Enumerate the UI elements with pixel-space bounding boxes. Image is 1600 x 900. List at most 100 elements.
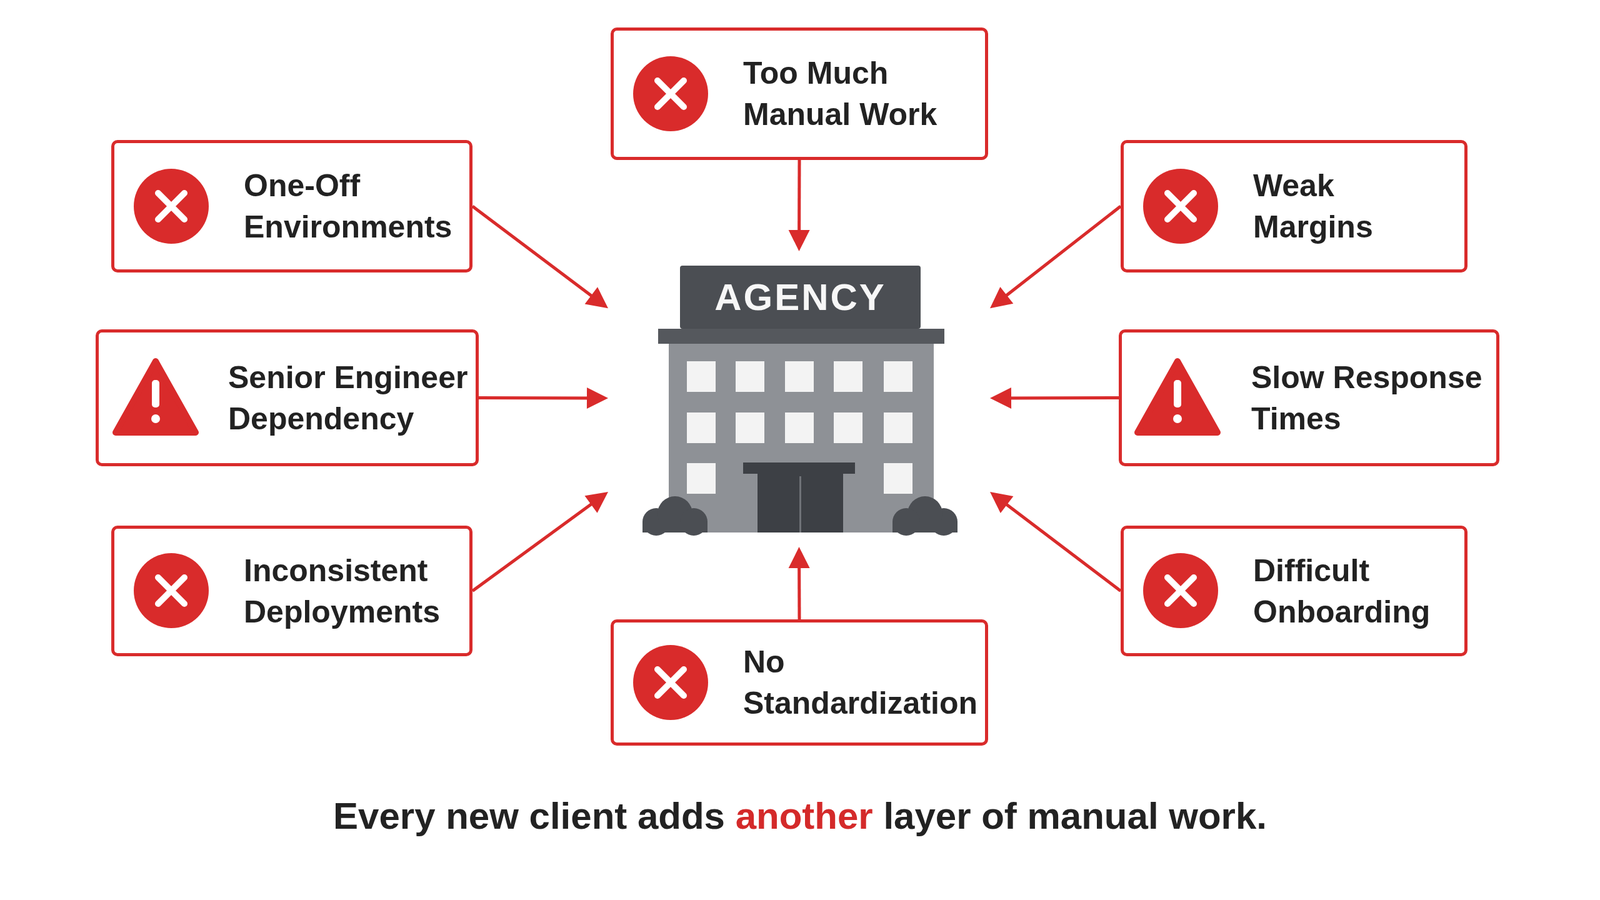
arrow-connector: [990, 491, 1121, 591]
error-icon-circle: [133, 168, 209, 244]
connector-line: [1006, 396, 1119, 400]
arrow-head: [788, 230, 810, 252]
arrow-connector: [788, 546, 810, 620]
agency-building: AGENCY: [608, 251, 990, 547]
error-icon-cross: [657, 669, 684, 696]
window: [833, 361, 863, 392]
text-group: Slow Response Times: [1251, 332, 1502, 464]
caption: Every new client adds another layer of m…: [0, 788, 1600, 844]
error-icon-cross: [158, 193, 185, 220]
error-icon: [1143, 168, 1219, 244]
building-sign-text: AGENCY: [714, 275, 887, 320]
problem-box: Slow Response Times: [1118, 329, 1500, 467]
door: [757, 473, 844, 533]
warning-icon-bar: [151, 380, 160, 408]
error-icon: [633, 56, 709, 132]
caption-word: work.: [1168, 795, 1267, 837]
warning-icon-triangle: [1137, 361, 1218, 433]
error-icon-cross: [1167, 193, 1194, 220]
warning-icon-triangle: [115, 361, 196, 433]
warning-icon: [115, 361, 196, 433]
door-divider: [799, 476, 802, 533]
connector-line: [472, 501, 595, 591]
warning-icon-dot: [1173, 414, 1182, 424]
box-label: No Standardization: [743, 641, 1000, 724]
connector-line: [1003, 206, 1121, 299]
error-icon-circle: [1143, 168, 1219, 244]
arrow-connector: [990, 206, 1121, 309]
connector-line: [478, 396, 592, 400]
error-icon-circle: [633, 56, 709, 132]
error-icon-cross: [158, 577, 185, 604]
text-group: No Standardization: [743, 622, 1000, 743]
problem-box: Weak Margins: [1120, 140, 1468, 273]
warning-icon: [1137, 361, 1218, 433]
caption-word: manual: [1027, 795, 1159, 837]
caption-word: of: [981, 795, 1017, 837]
warning-icon-dot: [151, 414, 160, 424]
box-label: Difficult Onboarding: [1253, 550, 1472, 633]
building-sign: [680, 265, 921, 329]
error-icon: [133, 168, 209, 244]
arrow-connector: [990, 387, 1119, 409]
warning-icon-bar: [1173, 380, 1182, 408]
bush: [892, 521, 958, 533]
caption-word: Every: [333, 795, 435, 837]
arrow-head: [990, 286, 1014, 309]
window: [883, 412, 913, 444]
window: [735, 412, 765, 444]
arrow-connector: [478, 387, 609, 409]
window: [785, 412, 814, 444]
error-icon-circle: [633, 645, 709, 720]
box-label: Too Much Manual Work: [743, 52, 962, 135]
arrow-connector: [788, 160, 810, 252]
box-label: Inconsistent Deployments: [243, 550, 463, 633]
window: [883, 463, 913, 494]
connector-line: [797, 563, 801, 620]
text-group: Senior Engineer Dependency: [228, 332, 475, 464]
problem-box: Inconsistent Deployments: [111, 525, 473, 657]
arrow-head: [788, 546, 810, 569]
problem-box: One-Off Environments: [111, 140, 473, 273]
connector-line: [1003, 501, 1121, 591]
caption-word: client: [529, 795, 628, 837]
arrow-connector: [472, 491, 609, 591]
text-group: AGENCY: [680, 265, 921, 329]
problem-box: No Standardization: [610, 619, 989, 746]
caption-word: new: [445, 795, 519, 837]
window: [686, 463, 716, 494]
caption-word: another: [735, 795, 874, 837]
caption-word: layer: [883, 795, 971, 837]
text-group: Weak Margins: [1253, 143, 1422, 270]
window: [785, 361, 814, 392]
window: [833, 412, 863, 444]
error-icon: [133, 553, 209, 629]
bush: [642, 521, 708, 533]
arrow-head: [586, 387, 609, 409]
box-label: Senior Engineer Dependency: [228, 356, 475, 440]
box-label: One-Off Environments: [243, 165, 469, 248]
text-group: Difficult Onboarding: [1253, 528, 1472, 654]
box-label: Weak Margins: [1253, 165, 1422, 248]
connector-line: [797, 160, 801, 235]
text-group: Inconsistent Deployments: [243, 528, 463, 654]
arrow-head: [585, 491, 609, 514]
problem-box: Senior Engineer Dependency: [95, 329, 479, 467]
box-label: Slow Response Times: [1251, 356, 1502, 440]
problem-box: Difficult Onboarding: [1120, 525, 1468, 657]
window: [735, 361, 765, 392]
window: [883, 361, 913, 392]
building-ledge: [658, 328, 945, 344]
connector-line: [472, 206, 595, 299]
error-icon-circle: [133, 553, 209, 629]
error-icon: [633, 645, 709, 720]
arrow-connector: [472, 206, 609, 309]
text-group: One-Off Environments: [243, 143, 469, 270]
arrow-head: [585, 286, 609, 309]
window: [686, 361, 716, 392]
error-icon-cross: [657, 80, 684, 107]
error-icon: [1143, 553, 1219, 629]
caption-word: adds: [637, 795, 725, 837]
